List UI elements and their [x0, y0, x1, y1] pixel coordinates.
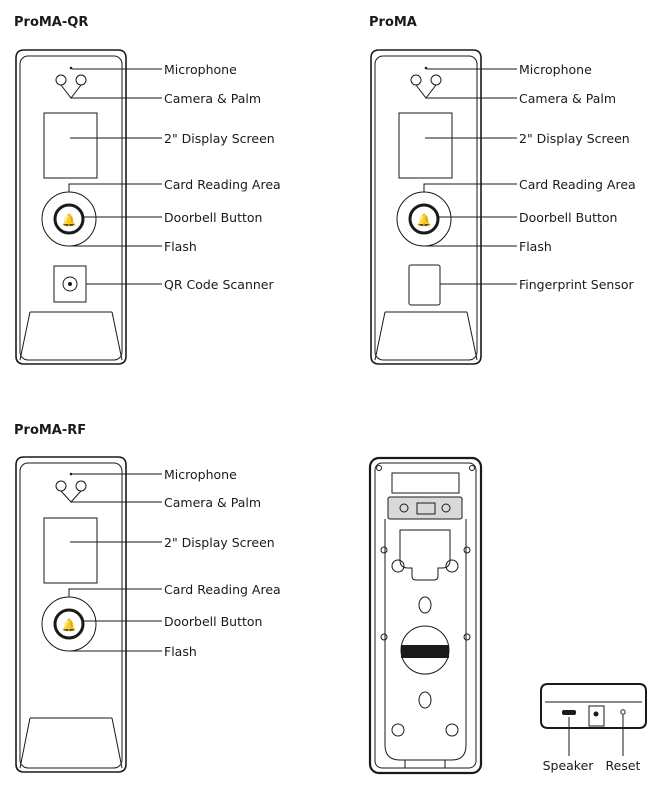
label-microphone: Microphone: [164, 467, 237, 482]
proma-qr-title: ProMA-QR: [14, 15, 88, 30]
label-microphone: Microphone: [164, 62, 237, 77]
speaker-grille: [562, 710, 576, 715]
proma-qr-section: ProMA-QR 🔔 Microphone: [14, 15, 281, 365]
back-view-device: [368, 456, 483, 775]
bell-icon: 🔔: [417, 213, 432, 227]
display-screen: [43, 112, 98, 179]
display-screen: [43, 517, 98, 584]
label-doorbell-button: Doorbell Button: [164, 210, 262, 225]
label-camera-palm: Camera & Palm: [164, 91, 261, 106]
proma-qr-leaders: [60, 68, 162, 285]
label-display-screen: 2" Display Screen: [164, 535, 275, 550]
label-fingerprint-sensor: Fingerprint Sensor: [519, 277, 634, 292]
microphone-hole: [69, 66, 73, 70]
doorbell-button: [408, 203, 440, 235]
proma-rf-device: 🔔: [15, 456, 127, 773]
proma-qr-device: 🔔: [15, 49, 127, 365]
connector: [588, 705, 605, 727]
proma-rf-section: ProMA-RF 🔔 Microphone Camera & Palm 2" D…: [14, 423, 281, 773]
microphone-hole: [69, 472, 73, 476]
label-flash: Flash: [164, 239, 197, 254]
label-reset: Reset: [606, 758, 641, 773]
label-card-reading-area: Card Reading Area: [164, 582, 281, 597]
label-camera-palm: Camera & Palm: [164, 495, 261, 510]
label-qr-code-scanner: QR Code Scanner: [164, 277, 274, 292]
proma-rf-leaders: [60, 473, 162, 652]
label-card-reading-area: Card Reading Area: [164, 177, 281, 192]
fingerprint-sensor: [408, 264, 441, 306]
label-speaker: Speaker: [543, 758, 595, 773]
bell-icon: 🔔: [62, 213, 77, 227]
proma-leaders: [415, 68, 517, 285]
label-flash: Flash: [519, 239, 552, 254]
display-screen: [398, 112, 453, 179]
label-card-reading-area: Card Reading Area: [519, 177, 636, 192]
doorbell-button: [53, 203, 85, 235]
proma-title: ProMA: [369, 15, 417, 30]
reset-hole: [620, 709, 626, 715]
microphone-hole: [424, 66, 428, 70]
label-microphone: Microphone: [519, 62, 592, 77]
bottom-view-device: [540, 683, 647, 756]
label-doorbell-button: Doorbell Button: [519, 210, 617, 225]
label-camera-palm: Camera & Palm: [519, 91, 616, 106]
label-display-screen: 2" Display Screen: [164, 131, 275, 146]
label-flash: Flash: [164, 644, 197, 659]
proma-device: 🔔: [370, 49, 482, 365]
proma-rf-title: ProMA-RF: [14, 423, 86, 438]
label-display-screen: 2" Display Screen: [519, 131, 630, 146]
proma-section: ProMA 🔔 Microphone Camera & Palm: [369, 15, 636, 365]
doorbell-button: [53, 608, 85, 640]
label-doorbell-button: Doorbell Button: [164, 614, 262, 629]
qr-lens: [62, 276, 78, 292]
bell-icon: 🔔: [62, 618, 77, 632]
